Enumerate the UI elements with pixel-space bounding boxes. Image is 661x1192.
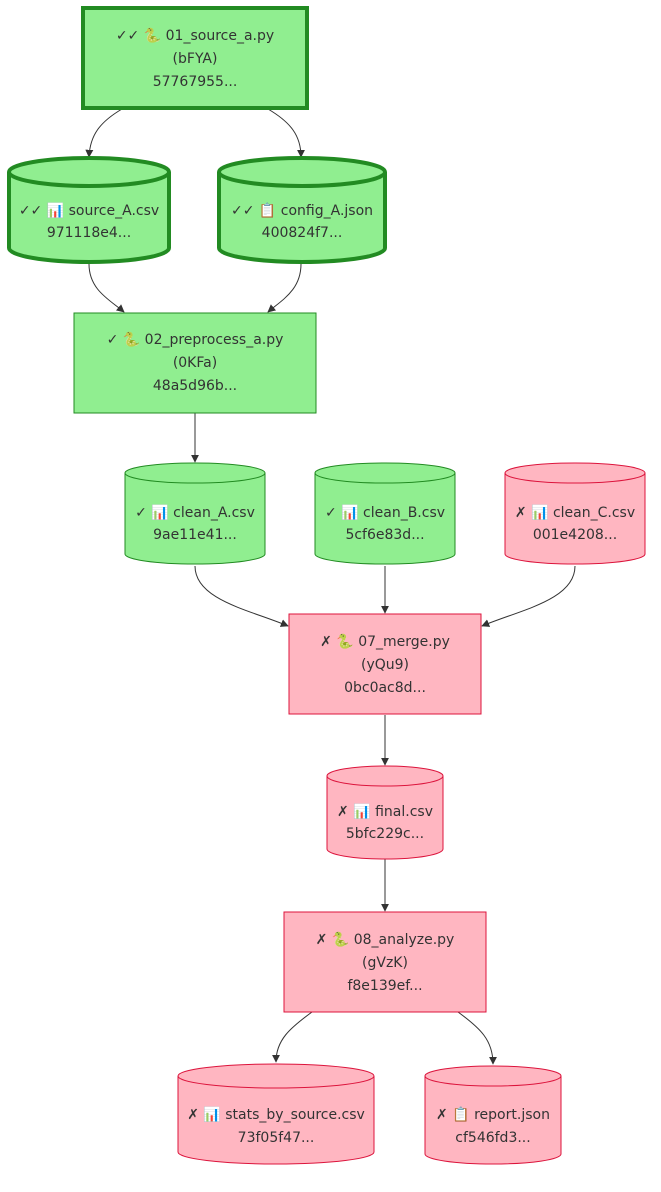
- clipboard-icon: 📋: [452, 1106, 469, 1123]
- node-final-csv[interactable]: ✗ 📊 final.csv 5bfc229c...: [326, 765, 444, 860]
- node-merge-script[interactable]: ✗ 🐍 07_merge.py (yQu9) 0bc0ac8d...: [288, 613, 482, 715]
- node-hash: cf546fd3...: [455, 1130, 530, 1146]
- node-label: ✗ 📊 stats_by_source.csv: [187, 1106, 365, 1123]
- python-icon: 🐍: [123, 331, 140, 348]
- cylinder-rim: [217, 171, 387, 188]
- node-label: ✗ 📊 clean_C.csv: [515, 504, 635, 521]
- node-label: ✗ 📋 report.json: [436, 1106, 550, 1123]
- chart-icon: 📊: [531, 504, 548, 521]
- node-label: ✓ 🐍 02_preprocess_a.py: [107, 331, 284, 348]
- chart-icon: 📊: [353, 803, 370, 820]
- python-icon: 🐍: [144, 27, 161, 44]
- node-id: (gVzK): [362, 955, 408, 971]
- node-hash: 001e4208...: [533, 527, 617, 543]
- cylinder-rim: [326, 775, 444, 787]
- edges: [85, 108, 576, 1065]
- node-report-json[interactable]: ✗ 📋 report.json cf546fd3...: [424, 1065, 562, 1165]
- cylinder-rim: [314, 472, 456, 484]
- node-id: (0KFa): [173, 355, 217, 371]
- clipboard-icon: 📋: [259, 202, 276, 219]
- node-analyze-script[interactable]: ✗ 🐍 08_analyze.py (gVzK) f8e139ef...: [283, 911, 487, 1013]
- node-hash: 48a5d96b...: [153, 378, 237, 394]
- node-id: (yQu9): [361, 657, 409, 673]
- node-hash: 0bc0ac8d...: [344, 680, 426, 696]
- node-source-csv[interactable]: ✓✓ 📊 source_A.csv 971118e4...: [7, 156, 171, 264]
- cylinder-body: [326, 765, 444, 860]
- cylinder-rim: [177, 1075, 375, 1089]
- node-preprocess-script[interactable]: ✓ 🐍 02_preprocess_a.py (0KFa) 48a5d96b..…: [73, 312, 317, 414]
- edge-source-script-to-source-csv: [85, 108, 123, 158]
- node-hash: f8e139ef...: [347, 978, 422, 994]
- node-clean-b-csv[interactable]: ✓ 📊 clean_B.csv 5cf6e83d...: [314, 462, 456, 565]
- node-label: ✓✓ 📊 source_A.csv: [19, 202, 159, 219]
- node-source-script[interactable]: ✓✓ 🐍 01_source_a.py (bFYA) 57767955...: [81, 6, 309, 110]
- chart-icon: 📊: [47, 202, 64, 219]
- chart-icon: 📊: [341, 504, 358, 521]
- node-label: ✗ 🐍 07_merge.py: [320, 633, 450, 650]
- node-config-json[interactable]: ✓✓ 📋 config_A.json 400824f7...: [217, 156, 387, 264]
- cylinder-rim: [504, 472, 646, 484]
- chart-icon: 📊: [151, 504, 168, 521]
- cylinder-rim: [124, 472, 266, 484]
- node-clean-a-csv[interactable]: ✓ 📊 clean_A.csv 9ae11e41...: [124, 462, 266, 565]
- node-box: [73, 312, 317, 414]
- node-label: ✓✓ 🐍 01_source_a.py: [116, 27, 274, 44]
- node-label: ✗ 📊 final.csv: [337, 803, 433, 820]
- node-label: ✓ 📊 clean_B.csv: [325, 504, 445, 521]
- cylinder-rim: [424, 1075, 562, 1087]
- node-hash: 9ae11e41...: [153, 527, 237, 543]
- node-stats-csv[interactable]: ✗ 📊 stats_by_source.csv 73f05f47...: [177, 1063, 375, 1165]
- node-id: (bFYA): [173, 51, 218, 67]
- node-hash: 5cf6e83d...: [345, 527, 424, 543]
- cylinder-body: [504, 462, 646, 565]
- python-icon: 🐍: [332, 931, 349, 948]
- edge-analyze-to-stats: [272, 1011, 313, 1063]
- node-box: [288, 613, 482, 715]
- cylinder-body: [314, 462, 456, 565]
- node-label: ✓ 📊 clean_A.csv: [135, 504, 255, 521]
- edge-config-json-to-preprocess: [267, 263, 302, 313]
- node-hash: 971118e4...: [47, 225, 131, 241]
- python-icon: 🐍: [336, 633, 353, 650]
- node-clean-c-csv[interactable]: ✗ 📊 clean_C.csv 001e4208...: [504, 462, 646, 565]
- edge-source-csv-to-preprocess: [88, 263, 125, 313]
- node-hash: 57767955...: [153, 74, 238, 90]
- chart-icon: 📊: [203, 1106, 220, 1123]
- node-hash: 5bfc229c...: [346, 826, 424, 842]
- edge-source-script-to-config-json: [267, 108, 305, 158]
- node-box: [283, 911, 487, 1013]
- node-label: ✗ 🐍 08_analyze.py: [316, 931, 455, 948]
- node-hash: 73f05f47...: [238, 1130, 315, 1146]
- edge-clean-a-to-merge: [194, 565, 289, 627]
- edge-clean-c-to-merge: [481, 565, 576, 627]
- cylinder-rim: [7, 171, 171, 188]
- node-hash: 400824f7...: [262, 225, 343, 241]
- node-label: ✓✓ 📋 config_A.json: [231, 202, 373, 219]
- cylinder-body: [177, 1063, 375, 1165]
- cylinder-body: [424, 1065, 562, 1165]
- node-box: [81, 6, 309, 110]
- edge-analyze-to-report: [457, 1011, 497, 1065]
- cylinder-body: [124, 462, 266, 565]
